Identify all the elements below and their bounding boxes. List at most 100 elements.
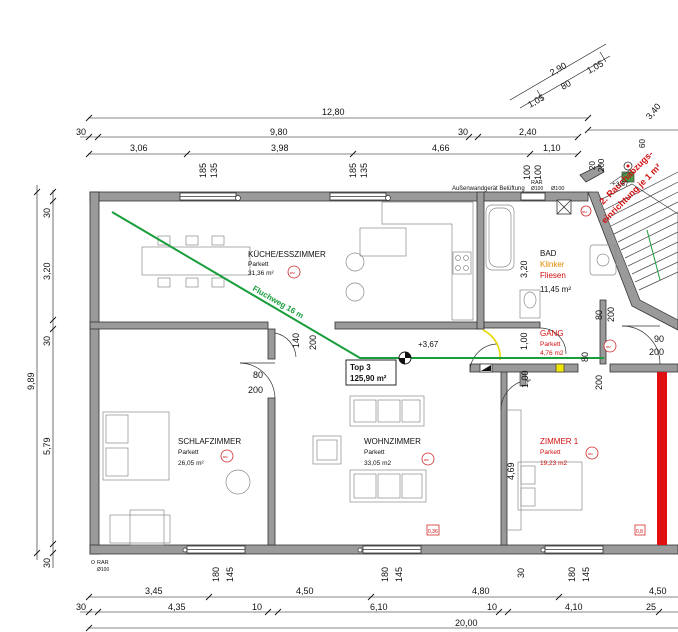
- kueche-area: 31,36 m²: [248, 270, 274, 277]
- level-marker: [398, 351, 412, 365]
- entry-door-swing: [482, 329, 501, 361]
- svg-text:1,05: 1,05: [585, 58, 605, 75]
- svg-text:10: 10: [487, 602, 497, 612]
- svg-text:30: 30: [76, 602, 86, 612]
- bad-name: BAD: [540, 249, 557, 258]
- svg-text:2,40: 2,40: [519, 127, 537, 137]
- svg-text:145: 145: [225, 567, 235, 582]
- svg-text:200: 200: [248, 385, 263, 395]
- window-markers: [182, 195, 546, 553]
- svg-text:135: 135: [359, 163, 369, 178]
- toilet: [519, 289, 541, 319]
- svg-text:30: 30: [458, 127, 468, 137]
- opening-labels: 185 135 185 135 100 100 3,20 1,00 80 200…: [198, 139, 664, 582]
- gang-floor: Parkett: [540, 341, 561, 348]
- svg-text:140: 140: [291, 333, 301, 348]
- svg-text:80: 80: [253, 370, 263, 380]
- fire-wall: [657, 372, 667, 545]
- svg-text:80: 80: [580, 352, 590, 362]
- bed: [102, 411, 170, 481]
- windows: [179, 192, 604, 554]
- bad-floor-1: Klinker: [540, 260, 565, 269]
- svg-text:30: 30: [516, 568, 526, 578]
- wall-schlaf-right: [267, 328, 276, 360]
- svg-text:145: 145: [581, 567, 591, 582]
- svg-text:60: 60: [638, 139, 647, 148]
- wall-kitchen-bottom-2: [334, 321, 484, 330]
- svg-text:10: 10: [252, 602, 262, 612]
- svg-text:1,00: 1,00: [520, 370, 530, 388]
- sofa-bottom: [349, 469, 427, 503]
- wall-zimmer-left: [500, 364, 508, 546]
- bad-area: 11,45 m²: [540, 285, 571, 294]
- svg-text:RM: RM: [582, 210, 587, 214]
- svg-text:200: 200: [594, 375, 604, 390]
- svg-text:30: 30: [76, 127, 86, 137]
- svg-text:4,80: 4,80: [472, 586, 490, 596]
- schlafzimmer-area: 26,05 m²: [178, 460, 204, 467]
- window-tag-1: 0,36: [428, 529, 438, 535]
- svg-text:4,50: 4,50: [296, 586, 314, 596]
- window-tag-2: 0,8: [636, 529, 643, 535]
- dims-left: 30 3,20 30 5,79 30 9,89: [26, 208, 52, 568]
- armchair: [312, 435, 342, 465]
- stair-level: +3,67: [612, 181, 629, 188]
- dining-table: [141, 246, 251, 276]
- svg-text:30: 30: [42, 208, 52, 218]
- svg-text:6,10: 6,10: [370, 602, 388, 612]
- svg-text:RM: RM: [424, 458, 429, 462]
- smoke-detector-zimmer: [585, 446, 599, 460]
- escape-route: [111, 211, 604, 359]
- sofa-top: [349, 395, 425, 427]
- svg-text:200: 200: [606, 307, 616, 322]
- kueche-name: KÜCHE/ESSZIMMER: [248, 250, 326, 259]
- unit-name: Top 3: [350, 363, 371, 372]
- svg-text:90: 90: [654, 334, 664, 344]
- svg-text:4,35: 4,35: [168, 602, 186, 612]
- outdoor-unit: Außenwandgerät Belüftung: [452, 186, 525, 192]
- kueche-floor: Parkett: [248, 261, 269, 268]
- svg-text:145: 145: [394, 567, 404, 582]
- wohnzimmer-name: WOHNZIMMER: [364, 437, 421, 446]
- wall-stair-top: [579, 164, 605, 183]
- kitchen-counter: [381, 201, 474, 321]
- wall-bad-left: [476, 191, 485, 330]
- svg-text:80: 80: [594, 310, 604, 320]
- gang-area: 4,76 m2: [540, 350, 564, 357]
- dimension-lines: [36, 43, 678, 629]
- yellow-marker: [555, 363, 565, 373]
- svg-text:3,20: 3,20: [42, 262, 52, 280]
- svg-text:185: 185: [198, 163, 208, 178]
- wardrobe: [109, 514, 171, 544]
- bed-2: [517, 461, 583, 511]
- svg-text:30: 30: [42, 558, 52, 568]
- svg-text:200: 200: [597, 158, 606, 172]
- unit-area: 125,90 m²: [350, 374, 387, 383]
- smoke-detector-kueche: [287, 265, 301, 279]
- smoke-detectors: [220, 205, 617, 466]
- rar-bottom-size: Ø100: [97, 567, 109, 573]
- svg-text:20: 20: [588, 161, 597, 170]
- dims-bottom: 3,45 4,50 4,80 4,50 30 4,35 10 6,10 10 4…: [76, 586, 667, 628]
- svg-text:3,20: 3,20: [519, 260, 529, 278]
- wohnzimmer-floor: Parkett: [364, 449, 385, 456]
- svg-text:180: 180: [380, 567, 390, 582]
- smoke-detector-gang: [603, 339, 617, 353]
- svg-text:80: 80: [559, 78, 573, 92]
- window-bad: [520, 192, 546, 201]
- wall-bad-bottom: [483, 321, 541, 329]
- svg-text:4,69: 4,69: [506, 462, 516, 480]
- smoke-detector-schlaf: [220, 449, 234, 463]
- svg-text:9,80: 9,80: [270, 127, 288, 137]
- rar-top-size: Ø100: [531, 186, 543, 192]
- rar-bottom: RAR: [97, 560, 109, 566]
- unit-box: [345, 359, 397, 386]
- svg-text:2,90: 2,90: [548, 60, 568, 77]
- svg-text:180: 180: [567, 567, 577, 582]
- wall-schlaf-right-2: [267, 397, 276, 546]
- furniture: [102, 201, 617, 546]
- svg-text:180: 180: [211, 567, 221, 582]
- wall-gang-right: [599, 299, 607, 365]
- svg-text:5,79: 5,79: [42, 437, 52, 455]
- doors: [239, 325, 661, 411]
